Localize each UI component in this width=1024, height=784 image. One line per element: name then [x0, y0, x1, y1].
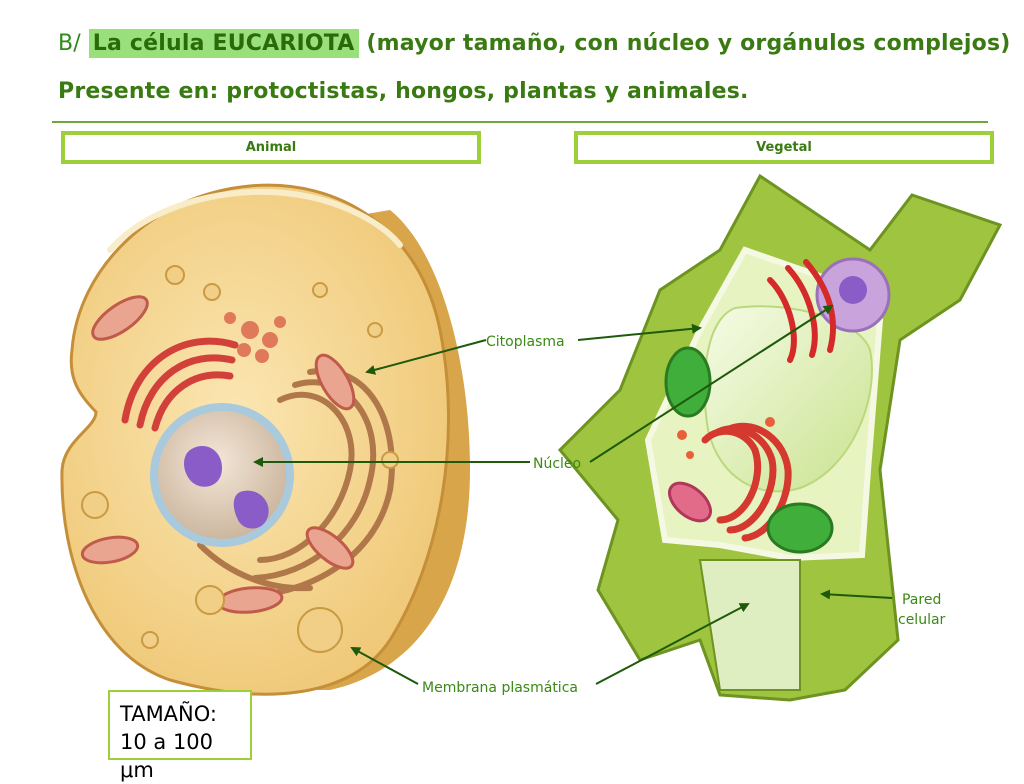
citoplasma-arrow-animal — [365, 339, 487, 375]
title-line-1: B/ La célula EUCARIOTA (mayor tamaño, co… — [58, 29, 1011, 58]
animal-vesicles — [81, 265, 399, 653]
animal-nucleolus-2 — [233, 490, 269, 529]
animal-nucleolus-1 — [184, 446, 222, 487]
plant-panel-label: Vegetal — [574, 131, 994, 164]
plant-cell — [557, 173, 1003, 702]
plant-golgi — [701, 422, 792, 542]
animal-cell — [60, 183, 470, 696]
label-citoplasma: Citoplasma — [486, 334, 565, 350]
title-highlight: La célula EUCARIOTA — [88, 29, 359, 58]
plant-chloroplasts — [664, 346, 834, 554]
animal-cell-rim — [107, 188, 403, 253]
citoplasma-arrow-plant — [577, 323, 702, 341]
pared-arrow — [820, 589, 893, 600]
title-prefix: B/ — [58, 31, 81, 56]
label-membrana: Membrana plasmática — [422, 680, 578, 696]
size-value: 10 a 100 μm — [120, 730, 214, 782]
label-pared-line1: Pared — [901, 592, 942, 608]
cell-diagram — [60, 173, 1003, 702]
title-line-2: Presente en: protoctistas, hongos, plant… — [58, 79, 749, 104]
size-box: TAMAÑO: 10 a 100 μm — [108, 690, 252, 782]
animal-panel-label: Animal — [61, 131, 481, 164]
plant-mitochondrion — [668, 481, 712, 523]
plant-vesicles — [677, 417, 775, 459]
plant-nucleolus — [839, 276, 867, 304]
label-pared: Pared celular — [898, 590, 945, 630]
vesicle-cluster — [224, 312, 286, 363]
plant-wall-section — [698, 559, 801, 691]
title-rest: (mayor tamaño, con núcleo y orgánulos co… — [358, 31, 1011, 56]
animal-nucleus — [158, 411, 286, 539]
label-pared-line2: celular — [898, 612, 946, 628]
nucleo-arrow-plant — [589, 304, 834, 463]
golgi-apparatus — [121, 337, 239, 432]
membrana-arrow-animal — [350, 647, 419, 685]
animal-mitochondria — [80, 295, 356, 614]
membrana-arrow-plant — [595, 603, 750, 685]
size-title: TAMAÑO: — [120, 702, 217, 726]
label-nucleo: Núcleo — [533, 456, 582, 472]
leader-lines — [253, 304, 893, 685]
title-divider — [52, 121, 988, 123]
